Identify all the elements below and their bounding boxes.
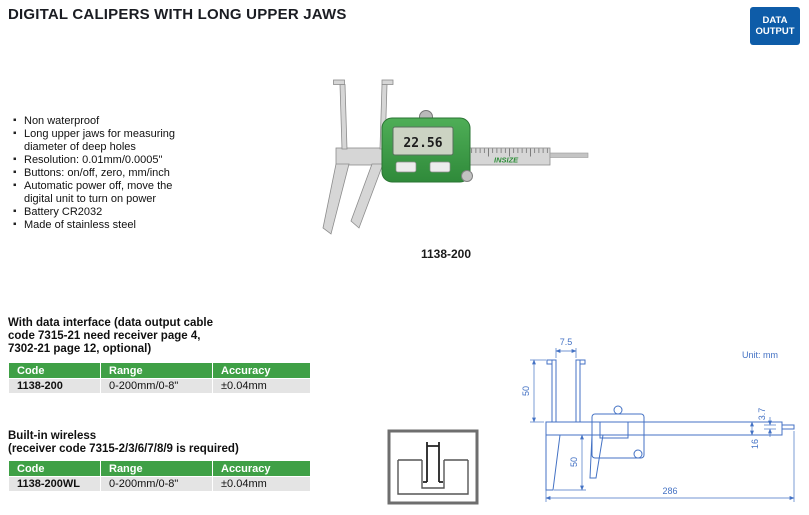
- cell-accuracy: ±0.04mm: [212, 476, 311, 492]
- table-header-row: Code Range Accuracy: [8, 362, 311, 379]
- badge-line-2: OUTPUT: [755, 26, 795, 37]
- part-cross-section: [397, 459, 469, 495]
- table-header-row: Code Range Accuracy: [8, 460, 311, 477]
- heading-line: code 7315-21 need receiver page 4,: [8, 330, 201, 342]
- cell-range: 0-200mm/0-8": [100, 476, 213, 492]
- model-label: 1138-200: [420, 247, 472, 261]
- feature-item: Resolution: 0.01mm/0.0005": [13, 153, 198, 167]
- application-diagram: [387, 429, 479, 505]
- caliper-image: 22.56 INSIZE: [322, 79, 589, 235]
- heading-line: With data interface (data output cable: [8, 317, 214, 329]
- table-row: 1138-200 0-200mm/0-8" ±0.04mm: [8, 378, 311, 394]
- lcd-display: [392, 126, 454, 156]
- technical-drawing: 7.5 50 50 3.7 16 286 Unit: mm: [521, 337, 795, 502]
- spec-table-wireless: Code Range Accuracy 1138-200WL 0-200mm/0…: [8, 460, 311, 492]
- column-header-code: Code: [8, 460, 101, 477]
- lcd-value: 22.56: [403, 136, 442, 151]
- dim-rod: 3.7: [757, 408, 767, 421]
- drawing-beam: [545, 421, 783, 436]
- feature-item: Made of stainless steel: [13, 218, 198, 232]
- column-header-code: Code: [8, 362, 101, 379]
- drawing-thumb-roller: [633, 449, 643, 459]
- drawing-lower-jaw-fixed: [545, 434, 561, 491]
- lower-jaw-moving: [350, 163, 384, 229]
- table-row: 1138-200WL 0-200mm/0-8" ±0.04mm: [8, 476, 311, 492]
- dim-beam: 16: [750, 439, 760, 449]
- spec-table-data-interface: Code Range Accuracy 1138-200 0-200mm/0-8…: [8, 362, 311, 394]
- unit-button-right: [429, 161, 451, 173]
- depth-rod: [549, 152, 589, 158]
- unit-label: Unit: mm: [742, 350, 778, 360]
- column-header-range: Range: [100, 362, 213, 379]
- features-list: Non waterproof Long upper jaws for measu…: [13, 114, 198, 232]
- badge-line-1: DATA: [762, 15, 788, 26]
- drawing-jaw-tip-left: [546, 359, 553, 365]
- dim-length: 286: [662, 486, 677, 496]
- column-header-accuracy: Accuracy: [212, 460, 311, 477]
- upper-jaw-moving-tip: [381, 79, 394, 85]
- feature-item: Non waterproof: [13, 114, 198, 128]
- feature-item: Long upper jaws for measuring diameter o…: [13, 127, 198, 154]
- column-header-range: Range: [100, 460, 213, 477]
- section-heading-data-interface: With data interface (data output cable c…: [8, 317, 213, 356]
- ruler-scale: [446, 148, 548, 158]
- dim-jaw-tip: 7.5: [560, 337, 573, 347]
- cell-code: 1138-200WL: [8, 476, 101, 492]
- feature-item: Buttons: on/off, zero, mm/inch: [13, 166, 198, 180]
- cell-code: 1138-200: [8, 378, 101, 394]
- brand-logo: INSIZE: [494, 156, 519, 165]
- thumb-roller: [461, 170, 473, 182]
- drawing-jaw-tip-right: [579, 359, 586, 365]
- drawing-lower-jaw-moving: [589, 434, 604, 479]
- feature-item: Automatic power off, move the digital un…: [13, 179, 198, 206]
- drawing-upper-jaw-fixed: [551, 359, 557, 423]
- lower-jaw-fixed: [322, 163, 350, 235]
- drawing-lcd: [599, 421, 629, 439]
- page-title: DIGITAL CALIPERS WITH LONG UPPER JAWS: [8, 6, 347, 23]
- cell-range: 0-200mm/0-8": [100, 378, 213, 394]
- diagram-frame: [387, 429, 479, 505]
- heading-line: (receiver code 7315-2/3/6/7/8/9 is requi…: [8, 443, 239, 455]
- unit-button-left: [395, 161, 417, 173]
- data-output-badge: DATA OUTPUT: [750, 7, 800, 45]
- upper-jaw-fixed-tip: [333, 79, 345, 85]
- cell-accuracy: ±0.04mm: [212, 378, 311, 394]
- drawing-upper-jaw-moving: [575, 359, 581, 423]
- heading-line: 7302-21 page 12, optional): [8, 343, 152, 355]
- section-heading-wireless: Built-in wireless (receiver code 7315-2/…: [8, 430, 239, 456]
- jaws-in-hole: [423, 442, 443, 483]
- dim-lower-jaw: 50: [569, 457, 579, 467]
- feature-item: Battery CR2032: [13, 205, 198, 219]
- drawing-depth-rod: [781, 424, 795, 430]
- product-image: 22.56 INSIZE: [296, 76, 596, 244]
- drawing-lock-screw: [613, 405, 623, 415]
- heading-line: Built-in wireless: [8, 430, 97, 442]
- column-header-accuracy: Accuracy: [212, 362, 311, 379]
- dim-upper-jaw: 50: [521, 386, 531, 396]
- upper-jaw-fixed: [339, 84, 348, 150]
